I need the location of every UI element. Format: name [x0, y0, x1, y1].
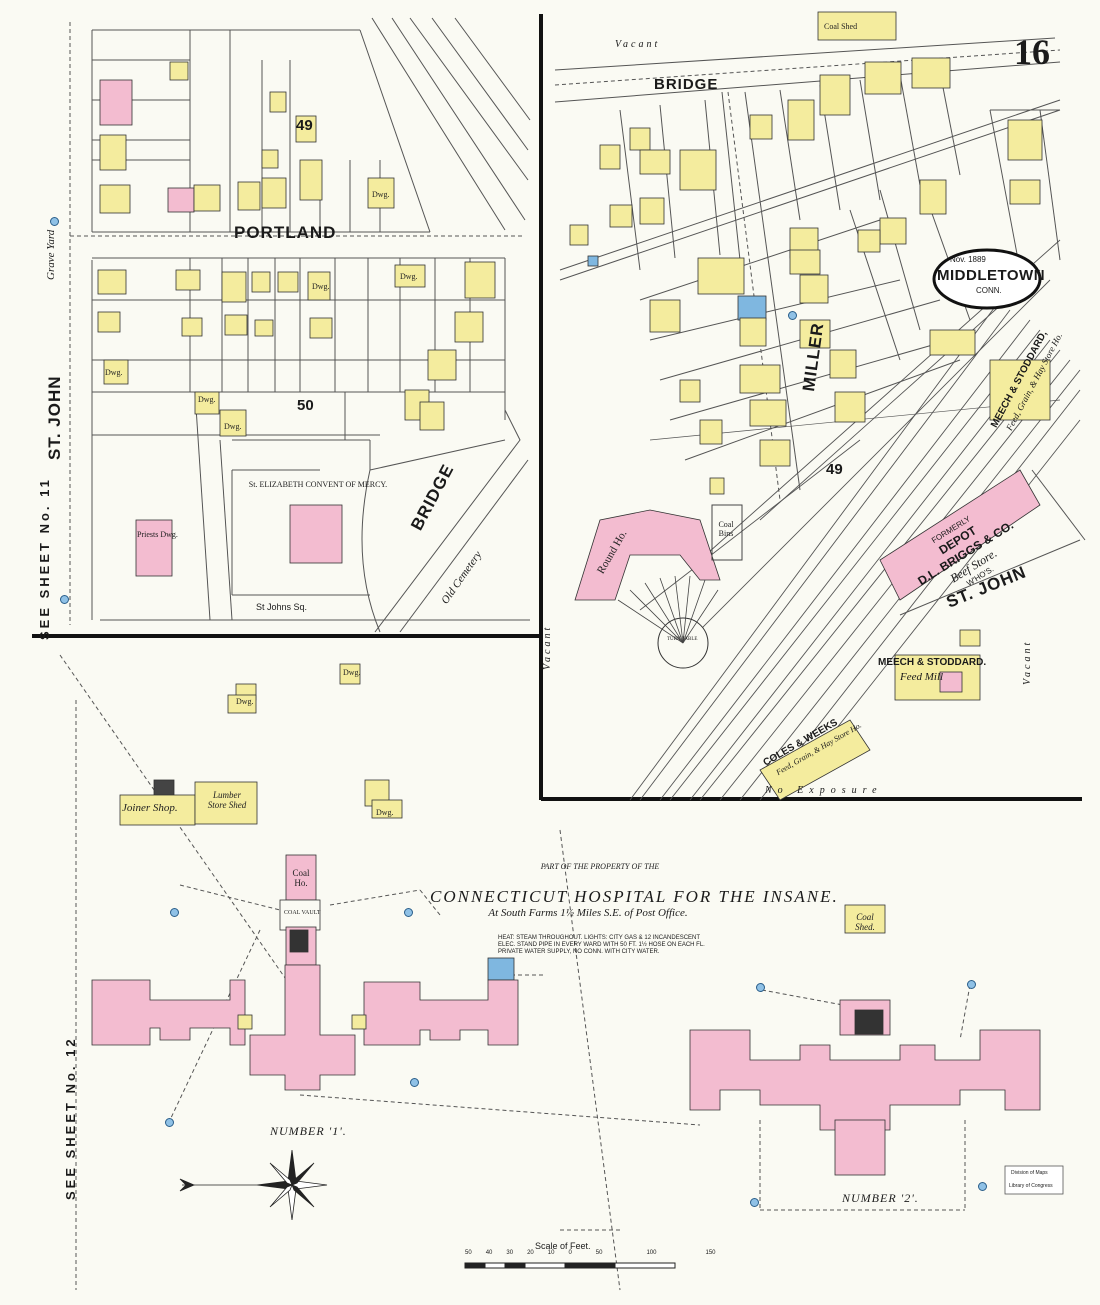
label-convent: St. ELIZABETH CONVENT OF MERCY. [248, 480, 388, 489]
map-date: Nov. 1889 [950, 255, 986, 264]
scale-tick: 50 [595, 1250, 603, 1256]
see-sheet-bottom: SEE SHEET No. 12 [63, 1036, 78, 1200]
label-lumber-store: Lumber Store Shed [207, 790, 247, 810]
block-number: 50 [297, 397, 314, 414]
label-number-2: NUMBER '2'. [842, 1191, 919, 1205]
scale-tick: 150 [705, 1250, 716, 1256]
label-coal-shed-lower: Coal Shed. [855, 912, 875, 932]
label-vacant-left: Vacant [542, 624, 553, 670]
compass-rose [179, 1149, 328, 1221]
label-priests-dwg: Priests Dwg. [137, 530, 178, 539]
block-number: 49 [296, 117, 313, 134]
label-dwg: Dwg. [224, 422, 242, 431]
hospital-note: HEAT: STEAM THROUGHOUT. LIGHTS: CITY GAS… [498, 935, 705, 956]
scale-tick: 30 [506, 1250, 514, 1256]
street-st-john-left: ST. JOHN [45, 375, 64, 460]
stamp-line: Library of Congress [1009, 1183, 1053, 1189]
label-dwg: Dwg. [236, 697, 254, 706]
hydrant-icon [404, 908, 413, 917]
label-dwg: Dwg. [198, 395, 216, 404]
block-number: 49 [826, 461, 843, 478]
label-joiner-shop: Joiner Shop. [122, 802, 178, 814]
hydrant-icon [788, 311, 797, 320]
label-coal-shed-top: Coal Shed [824, 22, 858, 31]
scale-tick: 20 [527, 1250, 534, 1256]
hydrant-icon [50, 217, 59, 226]
label-vacant-top: Vacant [615, 39, 661, 50]
right-panel-buildings [569, 11, 1051, 801]
label-meech-stoddard-mill: MEECH & STODDARD. [878, 657, 987, 668]
left-rail-lines [371, 17, 531, 231]
label-turn-table: TURN TABLE [667, 637, 698, 642]
scale-tick: 10 [547, 1250, 555, 1256]
hydrant-icon [978, 1182, 987, 1191]
scale-tick: 50 [465, 1250, 472, 1256]
label-coal-bins: Coal Bins [718, 520, 734, 538]
scale-label: Scale of Feet. [535, 1241, 591, 1251]
left-panel-buildings [97, 61, 496, 577]
label-dwg: Dwg. [372, 190, 390, 199]
label-dwg: Dwg. [376, 808, 394, 817]
coal-bins-shape [711, 504, 743, 561]
label-dwg: Dwg. [312, 282, 330, 291]
label-number-1: NUMBER '1'. [270, 1124, 347, 1138]
label-dwg: Dwg. [400, 272, 418, 281]
sheet-number: 16 [1014, 32, 1050, 72]
scale-tick: 0 [568, 1250, 572, 1256]
label-hospital-part: PART OF THE PROPERTY OF THE [540, 862, 660, 871]
hydrant-icon [165, 1118, 174, 1127]
street-st-johns-sq: St Johns Sq. [256, 602, 308, 612]
scale-tick: 100 [646, 1250, 657, 1256]
hydrant-icon [60, 595, 69, 604]
label-grave-yard: Grave Yard [45, 229, 57, 280]
hospital-location: At South Farms 1½ Miles S.E. of Post Off… [488, 907, 688, 919]
scale-bar [464, 1262, 676, 1269]
stamp-line: Division of Maps [1011, 1170, 1048, 1176]
street-bridge-right: BRIDGE [654, 76, 719, 93]
scale-ticks: 50 40 30 20 10 0 50 100 150 [465, 1250, 716, 1256]
city-oval [932, 248, 1042, 310]
turn-table-spokes [617, 575, 719, 644]
label-dwg: Dwg. [343, 668, 361, 677]
see-sheet-top: SEE SHEET No. 11 [37, 477, 52, 640]
label-vacant-right: Vacant [1022, 639, 1033, 685]
hydrant-icon [750, 1198, 759, 1207]
hydrant-icon [410, 1078, 419, 1087]
round-house-shape [574, 509, 721, 601]
hydrant-icon [170, 908, 179, 917]
label-dwg: Dwg. [105, 368, 123, 377]
scale-tick: 40 [485, 1250, 493, 1256]
city-name: MIDDLETOWN [937, 267, 1046, 284]
label-coal-vault: COAL VAULT [284, 910, 321, 916]
loc-stamp [1004, 1165, 1064, 1195]
hospital-title: CONNECTICUT HOSPITAL FOR THE INSANE. [430, 887, 839, 906]
street-portland: PORTLAND [234, 223, 337, 242]
label-coal-ho: Coal Ho. [292, 868, 310, 888]
label-meech-stoddard-mill-sub: Feed Mill [900, 671, 944, 683]
hydrant-icon [967, 980, 976, 989]
state-name: CONN. [976, 286, 1002, 295]
hospital-buildings [91, 663, 1041, 1176]
hydrant-icon [756, 983, 765, 992]
label-no-exposure: No Exposure [765, 785, 883, 796]
